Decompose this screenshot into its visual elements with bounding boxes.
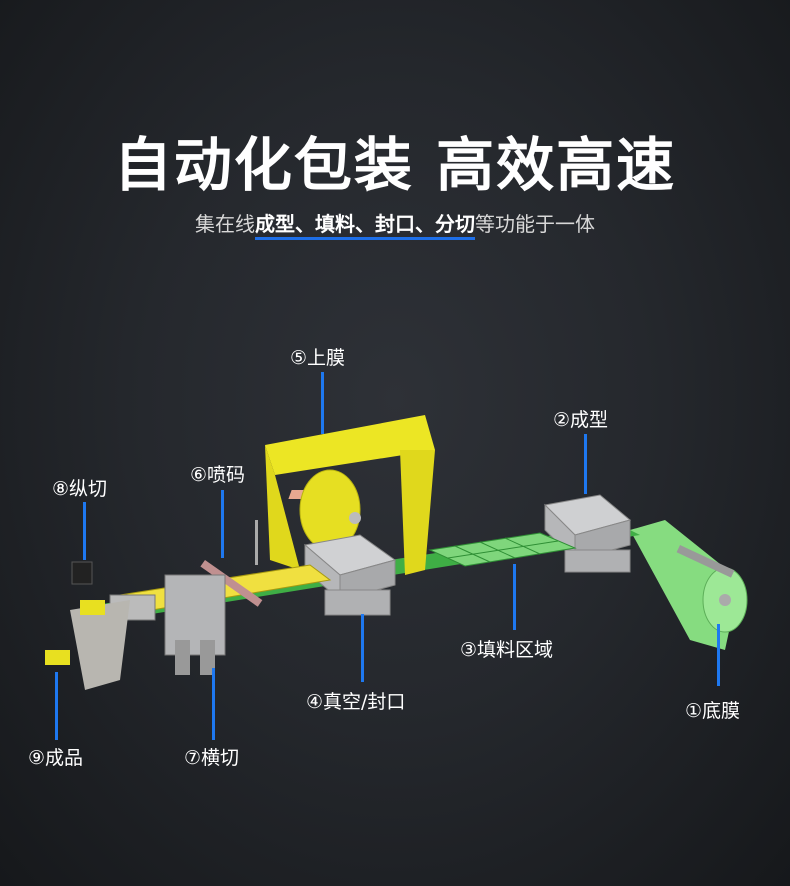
label-finished: ⑨成品 [28,747,84,769]
sealing-station [303,534,397,616]
callout-line-forming [584,434,587,494]
label-forming: ②成型 [553,409,609,431]
top-film [265,415,435,575]
label-cross-cut: ⑦横切 [184,747,240,769]
callout-line-fill [513,564,516,630]
bottom-film-roll [630,520,748,650]
callout-line-cross-cut [212,668,215,740]
label-vacuum-seal: ④真空/封口 [306,691,406,713]
label-coding: ⑥喷码 [190,464,246,486]
subtitle-prefix: 集在线 [195,212,255,236]
callout-line-finished [55,672,58,740]
fill-area-trays [428,532,577,567]
callout-line-slitting [83,502,86,560]
callout-line-top-film [321,372,324,434]
label-slitting: ⑧纵切 [52,478,108,500]
forming-station [543,494,632,573]
callout-line-bottom-film [717,624,720,686]
page-title: 自动化包装 高效高速 [113,131,677,199]
label-top-film: ⑤上膜 [290,347,346,369]
cross-cutter [164,574,226,675]
coding-unit [200,520,263,607]
subtitle-highlight: 成型、填料、封口、分切 [255,212,475,240]
label-fill-area: ③填料区域 [460,639,554,661]
callout-line-seal [361,614,364,682]
subtitle-suffix: 等功能于一体 [475,212,595,236]
callout-line-coding [221,490,224,558]
finished-product [45,600,130,690]
subtitle: 集在线成型、填料、封口、分切等功能于一体 [0,208,790,240]
label-bottom-film: ①底膜 [685,700,741,722]
